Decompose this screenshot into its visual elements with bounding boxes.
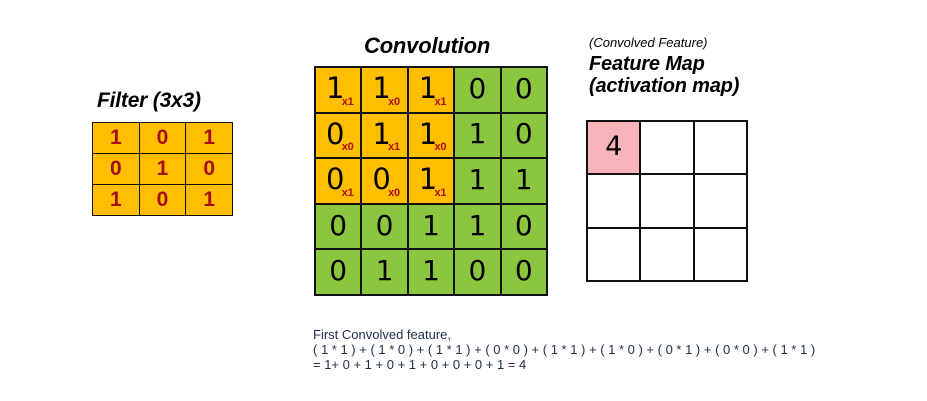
feature-map-cell-0-0: 4	[588, 122, 640, 174]
filter-cell-value: 1	[203, 188, 215, 211]
conv-cell-4-1: 1	[362, 250, 407, 294]
conv-cell-4-4: 0	[501, 250, 546, 294]
conv-cell-value: 1	[375, 254, 394, 288]
conv-cell-multiplier: x0	[341, 141, 354, 154]
filter-cell-value: 1	[109, 188, 122, 211]
conv-cell-0-2: 1 x1	[408, 68, 454, 112]
feature-map-cell-2-2	[694, 228, 746, 280]
filter-grid: 1 0 1 0 1 0 1 0 1	[92, 122, 233, 216]
feature-map-title-line1: Feature Map	[589, 53, 705, 75]
conv-cell-1-1: 1 x1	[362, 113, 407, 158]
filter-title: Filter (3x3)	[97, 89, 201, 112]
feature-map-subtitle: (Convolved Feature)	[589, 35, 708, 50]
conv-cell-4-2: 1	[408, 250, 454, 294]
conv-cell-value: 1	[468, 162, 487, 196]
filter-cell-2-0: 1	[93, 185, 139, 215]
conv-cell-value: 0	[326, 162, 345, 197]
conv-cell-3-0: 0	[316, 204, 361, 249]
conv-cell-0-1: 1 x0	[362, 68, 407, 112]
conv-cell-value: 1	[372, 116, 391, 151]
conv-cell-0-3: 0	[455, 68, 500, 112]
conv-cell-1-4: 0	[501, 113, 546, 158]
filter-cell-2-2: 1	[186, 185, 232, 215]
filter-cell-1-0: 0	[93, 154, 139, 184]
filter-cell-0-2: 1	[186, 123, 232, 153]
conv-cell-3-1: 0	[362, 204, 407, 249]
conv-cell-value: 1	[418, 71, 438, 105]
conv-cell-multiplier: x1	[388, 141, 400, 154]
convolution-grid: 1 x1 1 x0 1 x1 0 0 0 x0 1 x1 1 x0 1 0 0	[314, 66, 548, 296]
feature-map-cell-0-2	[694, 122, 746, 174]
conv-cell-2-0: 0 x1	[316, 159, 361, 203]
conv-cell-value: 0	[372, 162, 391, 197]
conv-cell-2-4: 1	[501, 159, 546, 203]
filter-cell-1-1: 1	[139, 154, 186, 184]
filter-cell-2-1: 0	[139, 185, 186, 215]
filter-cell-value: 0	[109, 157, 122, 180]
conv-cell-multiplier: x0	[434, 141, 447, 154]
conv-cell-multiplier: x0	[388, 95, 400, 108]
conv-cell-value: 0	[329, 208, 348, 242]
convolution-title: Convolution	[364, 33, 491, 58]
conv-cell-3-4: 0	[501, 204, 546, 249]
feature-map-cell-2-0	[588, 228, 640, 280]
feature-map-grid: 4	[586, 120, 748, 282]
conv-cell-2-2: 1 x1	[408, 159, 454, 203]
conv-cell-value: 0	[514, 117, 533, 151]
feature-map-cell-2-1	[641, 228, 693, 280]
conv-cell-1-2: 1 x0	[408, 113, 454, 158]
filter-cell-value: 1	[203, 126, 215, 149]
conv-cell-value: 0	[514, 71, 533, 105]
conv-cell-0-4: 0	[501, 68, 546, 112]
conv-cell-value: 0	[514, 208, 533, 242]
conv-cell-value: 1	[418, 162, 438, 197]
feature-map-title-line2: (activation map)	[589, 75, 740, 97]
conv-cell-2-3: 1	[455, 159, 500, 203]
conv-cell-value: 0	[468, 71, 487, 105]
conv-cell-value: 1	[418, 116, 438, 151]
conv-cell-value: 1	[422, 208, 440, 242]
filter-cell-1-2: 0	[186, 154, 232, 184]
conv-cell-2-1: 0 x0	[362, 159, 407, 203]
conv-cell-value: 1	[326, 71, 345, 105]
filter-cell-0-0: 1	[93, 123, 139, 153]
filter-cell-value: 1	[156, 157, 169, 180]
conv-cell-value: 1	[514, 162, 533, 196]
conv-cell-value: 1	[468, 208, 487, 242]
feature-map-cell-value: 4	[605, 131, 623, 163]
filter-cell-0-1: 0	[139, 123, 186, 153]
feature-map-cell-1-0	[588, 175, 640, 227]
calculation-line-2: ( 1 * 1 ) + ( 1 * 0 ) + ( 1 * 1 ) + ( 0 …	[313, 342, 816, 357]
feature-map-cell-0-1	[641, 122, 693, 174]
conv-cell-value: 1	[372, 71, 391, 105]
conv-cell-value: 0	[326, 116, 345, 151]
calculation-text: First Convolved feature, ( 1 * 1 ) + ( 1…	[313, 327, 815, 372]
filter-cell-value: 1	[109, 126, 122, 149]
filter-cell-value: 0	[156, 126, 169, 149]
conv-cell-multiplier: x1	[341, 186, 354, 199]
feature-map-cell-1-2	[694, 175, 746, 227]
conv-cell-multiplier: x1	[434, 186, 447, 199]
filter-cell-value: 0	[203, 157, 215, 180]
conv-cell-value: 0	[375, 208, 394, 242]
conv-cell-value: 1	[468, 117, 487, 151]
conv-cell-value: 0	[329, 254, 348, 288]
conv-cell-1-0: 0 x0	[316, 113, 361, 158]
calculation-line-3: = 1+ 0 + 1 + 0 + 1 + 0 + 0 + 0 + 1 = 4	[313, 357, 527, 372]
conv-cell-4-0: 0	[316, 250, 361, 294]
conv-cell-4-3: 0	[455, 250, 500, 294]
conv-cell-value: 0	[468, 254, 487, 288]
conv-cell-3-3: 1	[455, 204, 500, 249]
feature-map-cell-1-1	[641, 175, 693, 227]
conv-cell-multiplier: x1	[434, 95, 447, 108]
conv-cell-multiplier: x1	[341, 95, 354, 108]
conv-cell-value: 1	[422, 254, 440, 288]
conv-cell-3-2: 1	[408, 204, 454, 249]
calculation-line-1: First Convolved feature,	[313, 327, 452, 342]
conv-cell-0-0: 1 x1	[316, 68, 361, 112]
conv-cell-value: 0	[514, 254, 533, 288]
conv-cell-multiplier: x0	[388, 186, 400, 199]
conv-cell-1-3: 1	[455, 113, 500, 158]
filter-cell-value: 0	[156, 188, 169, 211]
